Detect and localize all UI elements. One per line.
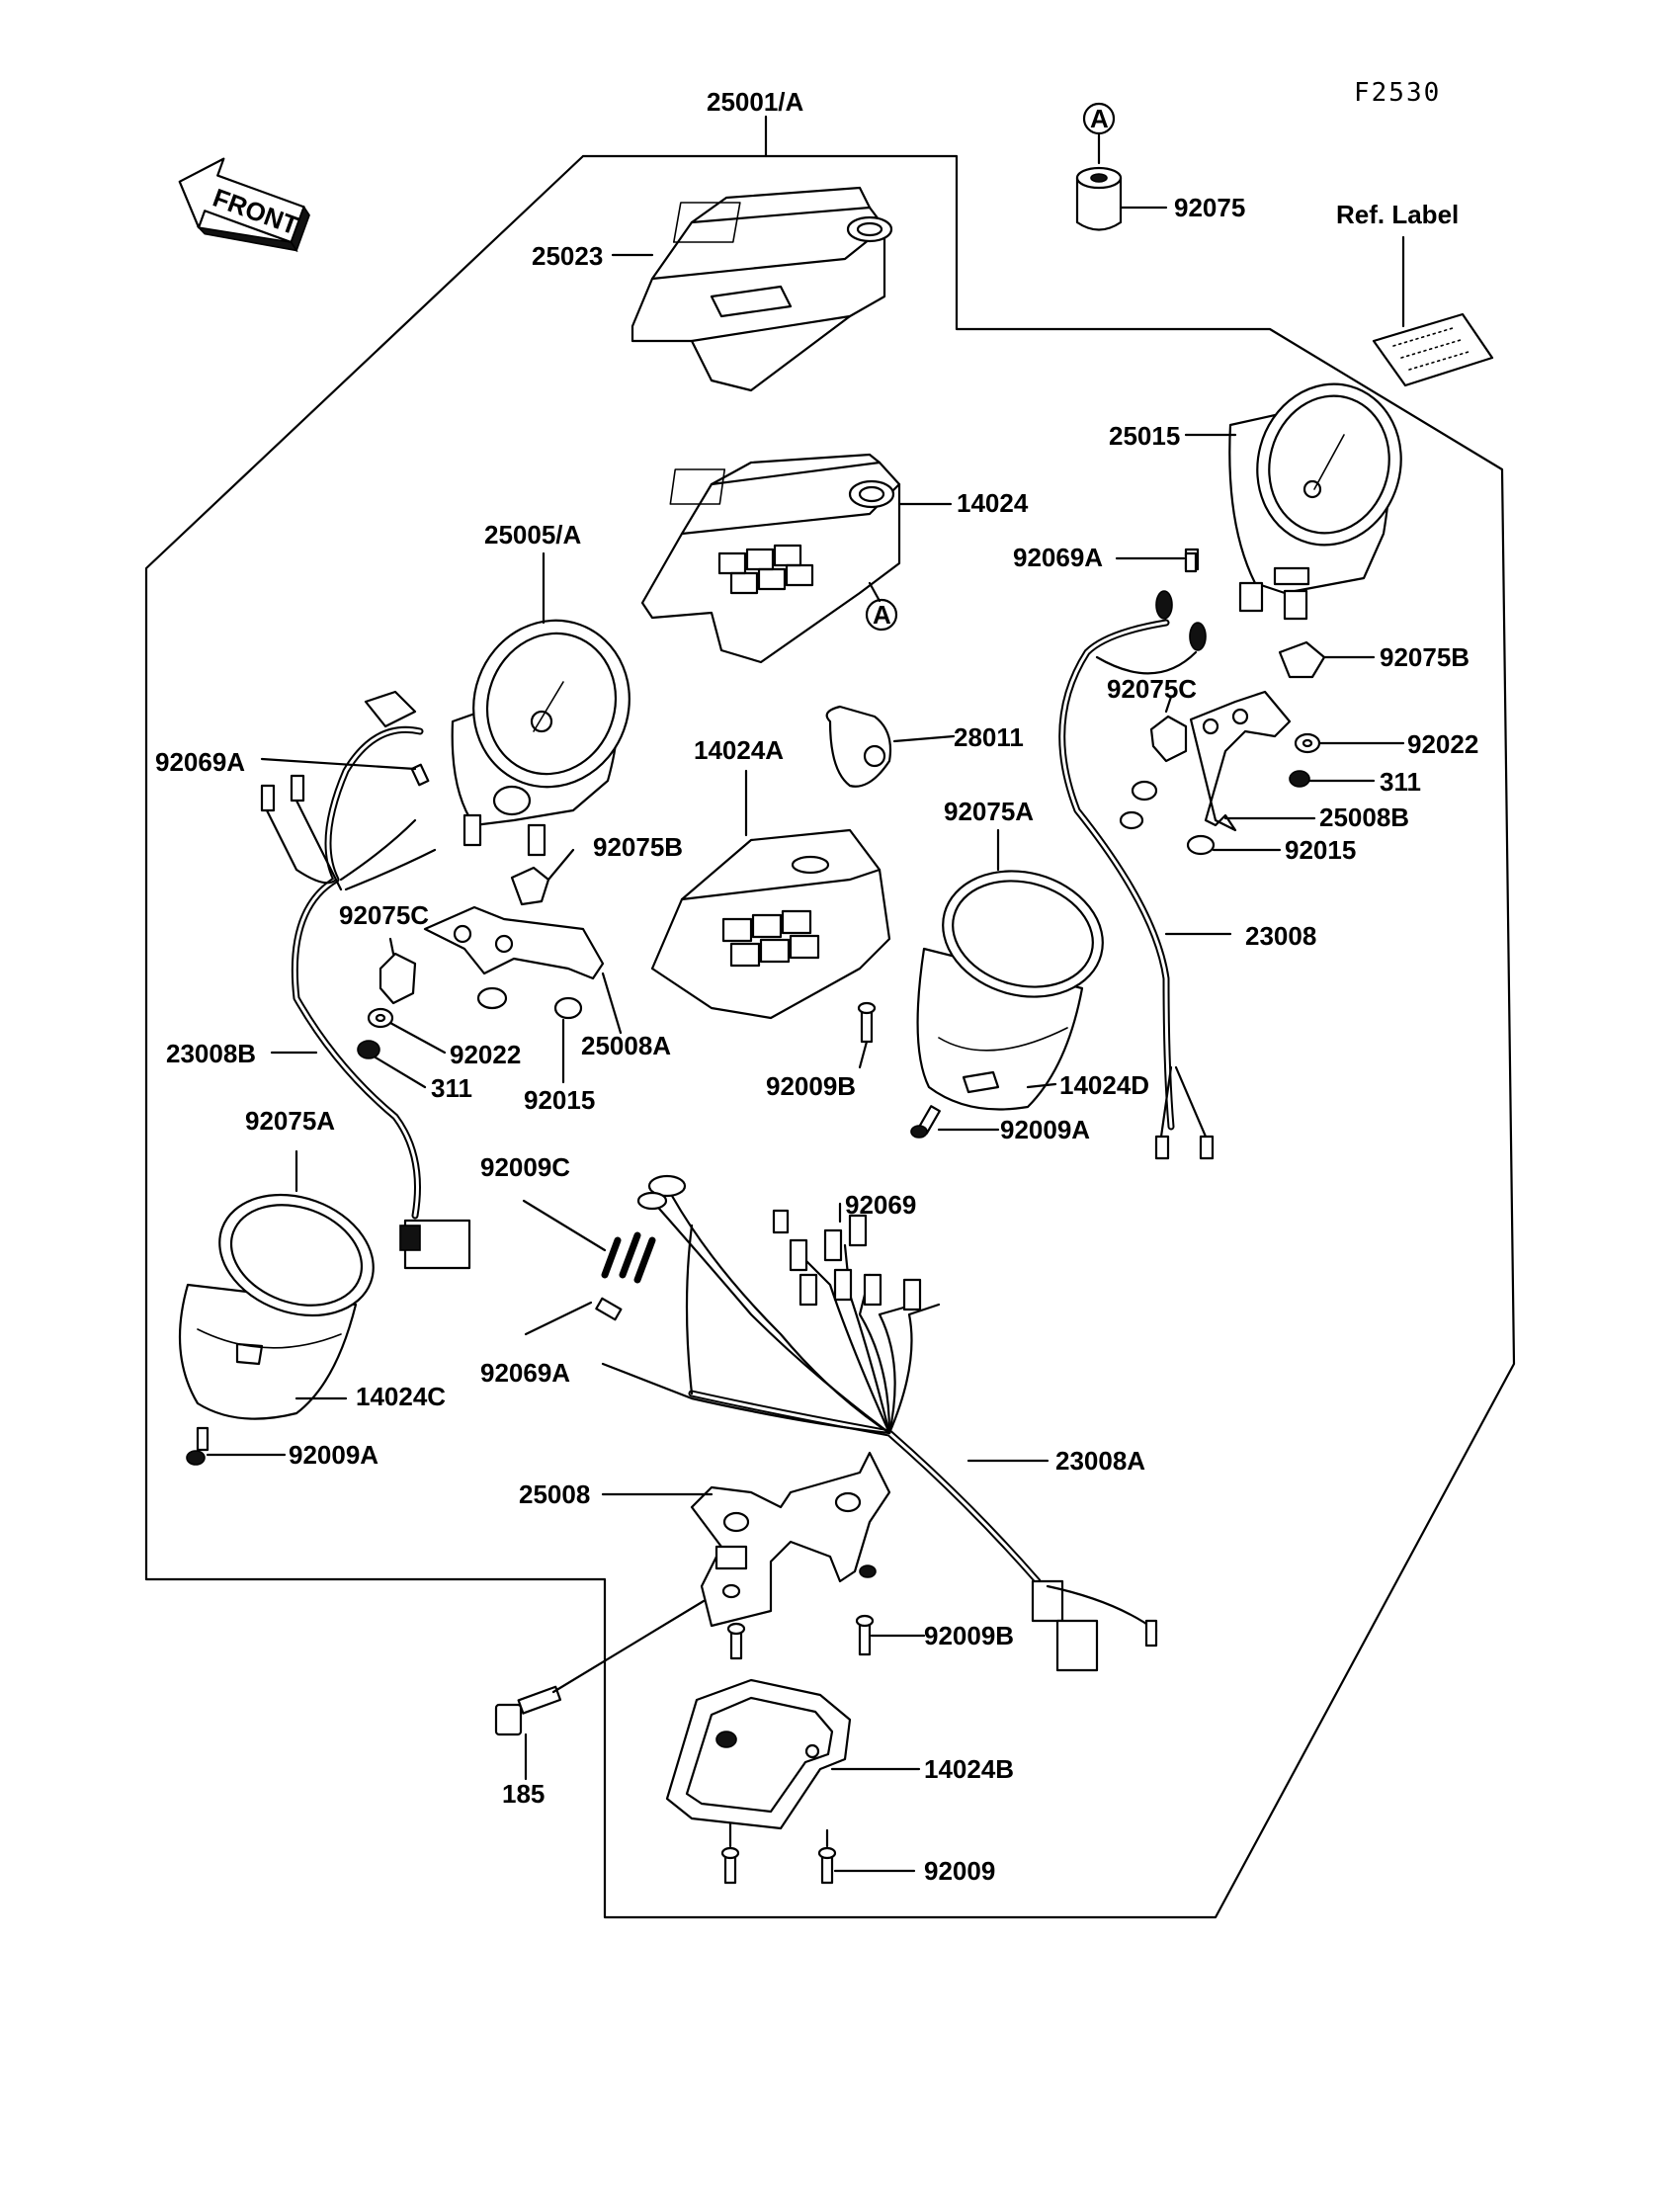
part-label: 25001/A — [707, 87, 804, 117]
nut-92075B-left-icon — [510, 848, 575, 906]
meter-cover-25023-icon — [611, 186, 893, 392]
socket-housing-14024A-icon — [650, 769, 891, 1020]
ref-label-text: Ref. Label — [1336, 200, 1459, 229]
part-label: 92009A — [289, 1440, 378, 1470]
part-label: 92075A — [944, 797, 1034, 826]
part-label: 25005/A — [484, 520, 582, 549]
part-label: 92075C — [339, 900, 429, 930]
part-label: 311 — [431, 1073, 472, 1103]
grommet-92015-left-icon — [476, 986, 583, 1084]
nut-92075C-right-icon — [1149, 695, 1188, 763]
nut-311-right-icon — [1289, 770, 1376, 788]
part-label: 25015 — [1109, 421, 1180, 451]
gauge-25015-icon — [1184, 382, 1402, 621]
part-label: 92069A — [1013, 543, 1103, 572]
part-label: 311 — [1380, 767, 1421, 797]
gauge-25005A-icon — [451, 551, 630, 857]
meter-cup-92075A-right-icon — [916, 828, 1104, 1111]
screw-92009B-bottom-icon — [726, 1564, 926, 1660]
meter-case-14024-icon — [640, 453, 953, 664]
part-label: 92075A — [245, 1106, 335, 1136]
washer-92022-left-icon — [367, 1007, 447, 1055]
nut-92075B-right-icon — [1278, 640, 1376, 679]
screw-92009B-center-icon — [857, 1001, 877, 1069]
bracket-25008B-icon — [1189, 690, 1316, 832]
figure-code: F2530 — [1354, 78, 1441, 108]
part-labels: 25001/A 92075 25023 25015 14024 25005/A … — [155, 87, 1478, 1886]
bulb-92069A-wire-icon — [524, 1297, 623, 1336]
circle-marker-top: A — [1082, 102, 1116, 165]
part-label: 185 — [502, 1779, 545, 1809]
regulator-28011-icon — [825, 705, 956, 788]
part-label: 14024A — [694, 735, 784, 765]
bulb-92069A-right-icon — [1115, 551, 1198, 573]
nut-92075C-left-icon — [378, 937, 417, 1005]
bracket-25008A-icon — [423, 905, 623, 1035]
part-label: 25008B — [1319, 803, 1409, 832]
assembly-boundary — [144, 154, 1516, 1919]
front-arrow-icon: FRONT — [178, 157, 310, 253]
screw-92009A-right-icon — [910, 1105, 1000, 1139]
bulb-92069A-left-icon — [260, 757, 430, 787]
bolts-92009C-icon — [522, 1199, 656, 1284]
harness-23008A-icon — [601, 1174, 1158, 1672]
part-label: 92075 — [1174, 193, 1245, 222]
part-label: 14024 — [957, 488, 1029, 518]
washer-92022-right-icon — [1294, 732, 1405, 754]
screw-92009A-left-icon — [186, 1426, 287, 1466]
part-label: 92009A — [1000, 1115, 1090, 1144]
part-label: 92009B — [924, 1621, 1014, 1650]
part-label: 92075B — [1380, 642, 1470, 672]
part-label: 25008A — [581, 1031, 671, 1060]
part-label: 25023 — [532, 241, 603, 271]
part-label: 92022 — [1407, 729, 1478, 759]
svg-text:A: A — [1090, 104, 1109, 133]
plate-14024B-icon — [665, 1678, 921, 1830]
part-label: 14024B — [924, 1754, 1014, 1784]
part-label: 23008B — [166, 1039, 256, 1068]
part-label: 92069A — [480, 1358, 570, 1388]
part-label: 25008 — [519, 1479, 590, 1509]
grommet-92015-right-icon — [1119, 780, 1282, 856]
screws-92009-icon — [720, 1821, 916, 1885]
part-label: 23008 — [1245, 921, 1316, 951]
part-label: 92009 — [924, 1856, 995, 1886]
part-label: 92022 — [450, 1040, 521, 1069]
part-label: 92069 — [845, 1190, 916, 1220]
bolt-185-icon — [494, 1599, 706, 1781]
nut-311-left-icon — [357, 1040, 427, 1089]
part-label: 14024D — [1059, 1070, 1149, 1100]
bracket-25008-icon — [601, 1451, 891, 1628]
part-label: 92009C — [480, 1152, 570, 1182]
part-label: 92015 — [524, 1085, 595, 1115]
part-label: 92069A — [155, 747, 245, 777]
harness-23008B-icon — [260, 690, 471, 1270]
circle-marker-mid: A — [865, 598, 898, 632]
part-label: 28011 — [954, 722, 1024, 752]
meter-cup-92075A-left-icon — [178, 1149, 375, 1420]
part-label: 92075B — [593, 832, 683, 862]
part-label: 92015 — [1285, 835, 1356, 865]
part-label: 92075C — [1107, 674, 1197, 704]
grommet-92075-icon — [1075, 166, 1168, 231]
ref-label-sticker-icon — [1372, 235, 1494, 387]
part-label: 23008A — [1055, 1446, 1145, 1476]
part-label: 92009B — [766, 1071, 856, 1101]
part-label: 14024C — [356, 1382, 446, 1411]
svg-text:A: A — [873, 600, 891, 630]
